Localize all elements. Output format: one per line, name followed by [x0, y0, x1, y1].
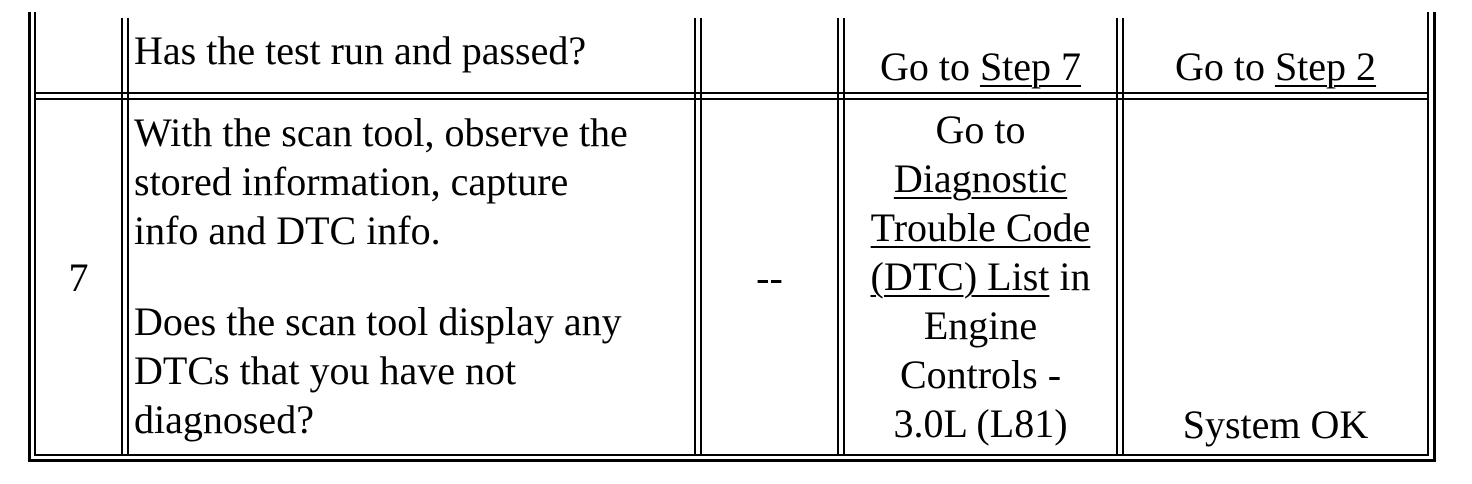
col-divider-2a: [694, 18, 696, 456]
row2-yes-line: 3.0L (L81): [893, 401, 1068, 446]
row-divider-b: [34, 98, 1429, 100]
row2-action-paragraph-2: Does the scan tool display any DTCs that…: [134, 297, 699, 444]
col-divider-3a: [837, 18, 839, 456]
row2-action-line: info and DTC info.: [134, 208, 441, 253]
row2-no-cell: System OK: [1182, 402, 1369, 447]
table-border-bottom: [28, 459, 1436, 462]
col-divider-3b: [843, 18, 845, 456]
goto-step-2-link[interactable]: Step 2: [1274, 44, 1377, 89]
table-border-left: [28, 12, 31, 462]
dtc-list-link[interactable]: Trouble Code: [870, 205, 1091, 250]
diagnostic-table: Has the test run and passed? Go to Step …: [28, 0, 1436, 462]
row2-step-number: 7: [68, 255, 89, 300]
row1-action-text: Has the test run and passed?: [134, 28, 587, 73]
table-border-bottom-inner: [34, 454, 1429, 456]
row1-no-cell: Go to Step 2: [1124, 42, 1427, 91]
col-divider-4b: [1122, 18, 1124, 456]
table-border-right-inner: [1427, 12, 1429, 456]
col-divider-4a: [1116, 18, 1118, 456]
table-border-left-inner: [34, 12, 36, 456]
row2-yes-cell: Go to Diagnostic Trouble Code (DTC) List…: [845, 105, 1116, 448]
col-divider-2b: [700, 18, 702, 456]
row2-action-line: DTCs that you have not: [134, 348, 517, 393]
table-border-right: [1433, 12, 1436, 462]
row1-no-prefix: Go to: [1174, 44, 1275, 89]
row2-yes-line: Engine: [923, 303, 1038, 348]
dtc-list-link[interactable]: Diagnostic: [893, 156, 1068, 201]
row2-action-line: diagnosed?: [134, 397, 314, 442]
col-divider-1b: [127, 18, 129, 456]
row2-yes-line-1: Go to: [935, 107, 1026, 152]
row1-yes-cell: Go to Step 7: [845, 42, 1116, 91]
row2-action-paragraph-1: With the scan tool, observe the stored i…: [134, 108, 699, 255]
row2-action-line: With the scan tool, observe the: [134, 110, 628, 155]
row2-action-line: stored information, capture: [134, 159, 569, 204]
col-divider-1a: [121, 18, 123, 456]
row-divider-a: [34, 92, 1429, 94]
row2-action-line: Does the scan tool display any: [134, 299, 622, 344]
dtc-list-link[interactable]: (DTC) List: [870, 254, 1050, 299]
goto-step-7-link[interactable]: Step 7: [979, 44, 1082, 89]
row2-yes-suffix: in: [1049, 254, 1091, 299]
row2-value-cell: --: [756, 255, 783, 300]
row2-yes-line: Controls -: [899, 352, 1062, 397]
row1-yes-prefix: Go to: [879, 44, 980, 89]
